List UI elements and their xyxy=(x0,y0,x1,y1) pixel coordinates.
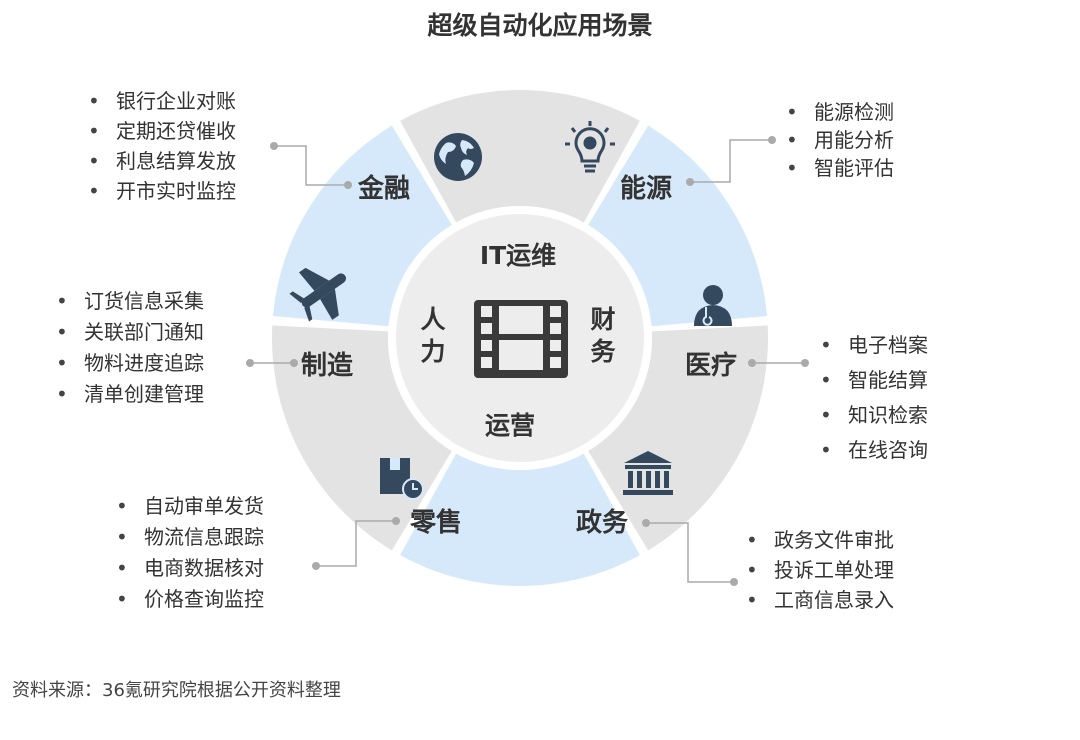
list-item: 开市实时监控 xyxy=(84,176,236,206)
segment-label-medical: 医疗 xyxy=(685,350,737,381)
airplane-icon xyxy=(289,267,347,322)
page-title: 超级自动化应用场景 xyxy=(427,11,653,40)
list-item: 用能分析 xyxy=(782,126,894,154)
segment-label-government: 政务 xyxy=(576,507,628,538)
hub-label-left-2: 力 xyxy=(420,337,445,366)
government-building-icon xyxy=(623,451,673,495)
segment-retail xyxy=(400,453,640,586)
list-item: 知识检索 xyxy=(816,398,928,433)
doctor-icon xyxy=(694,285,732,326)
hub-label-right-1: 财 xyxy=(590,305,615,334)
list-item: 利息结算发放 xyxy=(84,146,236,176)
leader-dots xyxy=(246,136,809,586)
list-item: 订货信息采集 xyxy=(52,286,204,317)
list-item: 工商信息录入 xyxy=(742,585,894,615)
list-government: 政务文件审批 投诉工单处理 工商信息录入 xyxy=(742,525,894,615)
package-clock-icon xyxy=(380,458,424,500)
segment-label-energy: 能源 xyxy=(620,173,672,204)
list-item: 电商数据核对 xyxy=(112,553,264,584)
list-item: 在线咨询 xyxy=(816,433,928,468)
list-item: 自动审单发货 xyxy=(112,491,264,522)
list-finance: 银行企业对账 定期还贷催收 利息结算发放 开市实时监控 xyxy=(84,86,236,206)
list-item: 关联部门通知 xyxy=(52,317,204,348)
globe-icon xyxy=(434,133,482,181)
list-manufacturing: 订货信息采集 关联部门通知 物料进度追踪 清单创建管理 xyxy=(52,286,204,410)
segment-label-finance: 金融 xyxy=(357,173,410,204)
list-item: 政务文件审批 xyxy=(742,525,894,555)
list-item: 定期还贷催收 xyxy=(84,116,236,146)
list-item: 电子档案 xyxy=(816,328,928,363)
source-note: 资料来源：36氪研究院根据公开资料整理 xyxy=(12,680,341,701)
leader-lines xyxy=(250,139,805,583)
list-item: 物料进度追踪 xyxy=(52,348,204,379)
lightbulb-gear-icon xyxy=(565,121,615,173)
segment-label-manufacturing: 制造 xyxy=(301,351,353,381)
list-item: 投诉工单处理 xyxy=(742,555,894,585)
list-item: 价格查询监控 xyxy=(112,584,264,615)
film-grid-icon xyxy=(474,300,568,378)
hub-label-left-1: 人 xyxy=(420,305,445,334)
list-item: 物流信息跟踪 xyxy=(112,522,264,553)
segment-medical xyxy=(588,125,768,327)
list-medical: 电子档案 智能结算 知识检索 在线咨询 xyxy=(816,328,928,468)
list-item: 智能结算 xyxy=(816,363,928,398)
hub-label-right-2: 务 xyxy=(590,337,615,366)
hub-label-top: IT运维 xyxy=(480,241,556,270)
list-item: 智能评估 xyxy=(782,154,894,182)
list-item: 银行企业对账 xyxy=(84,86,236,116)
segment-energy xyxy=(400,90,640,223)
list-retail: 自动审单发货 物流信息跟踪 电商数据核对 价格查询监控 xyxy=(112,491,264,615)
list-item: 清单创建管理 xyxy=(52,379,204,410)
hub-label-bottom: 运营 xyxy=(485,411,535,440)
segment-label-retail: 零售 xyxy=(410,507,462,538)
list-energy: 能源检测 用能分析 智能评估 xyxy=(782,98,894,182)
list-item: 能源检测 xyxy=(782,98,894,126)
